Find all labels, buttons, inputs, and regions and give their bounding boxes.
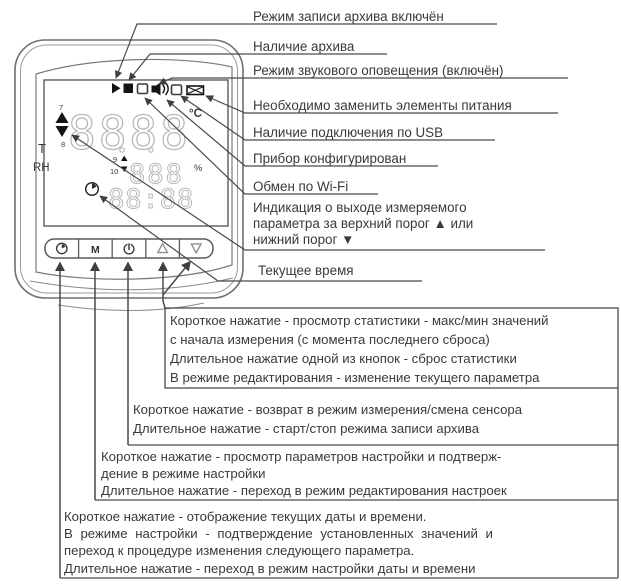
decimal-dot xyxy=(148,147,154,153)
battery-replace-icon xyxy=(186,85,205,96)
clock-icon xyxy=(55,242,68,255)
humidity-channel-label: RH xyxy=(33,162,50,174)
temperature-channel-label: T xyxy=(38,141,46,156)
lower-threshold-icon xyxy=(55,126,69,137)
help-line: Длительное нажатие - старт/стоп режима з… xyxy=(133,421,480,436)
mode-button[interactable]: M xyxy=(91,244,100,256)
down-button[interactable] xyxy=(190,243,203,255)
power-button[interactable] xyxy=(123,243,135,255)
help-line: Короткое нажатие - просмотр параметров н… xyxy=(101,449,502,464)
help-line: Короткое нажатие - просмотр статистики -… xyxy=(170,313,549,328)
humidity-row: 9 10 888 % xyxy=(110,155,203,191)
help-line: В режиме настройки - подтверждение устан… xyxy=(64,526,493,542)
help-line: Короткое нажатие - возврат в режим измер… xyxy=(133,402,523,417)
archive-icon xyxy=(123,83,133,93)
help-line: Длительное нажатие одной из кнопок - сбр… xyxy=(170,351,517,366)
triangle-up-icon xyxy=(156,242,169,254)
clock-indicator-wedge xyxy=(92,183,97,189)
clock-icon-wedge xyxy=(61,244,66,249)
callout-label-wifi: Обмен по Wi-Fi xyxy=(253,179,349,194)
segment-7-label: 7 xyxy=(59,103,63,112)
callout-label-current-time: Текущее время xyxy=(258,263,354,278)
humidity-digits: 888 xyxy=(129,159,184,190)
help-box-clock: Короткое нажатие - отображение текущих д… xyxy=(64,508,493,577)
up-button[interactable] xyxy=(156,242,169,254)
help-line: Длительное нажатие - переход в режим нас… xyxy=(64,560,476,576)
power-box-frame xyxy=(128,388,619,446)
button-callout-lines xyxy=(55,260,619,579)
help-box-power: Короткое нажатие - возврат в режим измер… xyxy=(133,400,522,438)
record-mode-icon xyxy=(112,83,121,94)
callout-line-current-time xyxy=(99,195,422,282)
celsius-label: °C xyxy=(189,108,202,120)
callout-line-record-mode xyxy=(114,23,497,79)
help-line: В режиме редактирования - изменение теку… xyxy=(170,370,540,385)
indicator-square-2-icon xyxy=(170,84,183,96)
clock-button[interactable] xyxy=(55,242,68,255)
help-line: дение в режиме настройки xyxy=(101,465,266,481)
link-to-stats-box xyxy=(162,300,166,309)
indicator-square-1-icon xyxy=(136,83,149,95)
help-box-updown: Короткое нажатие - просмотр статистики -… xyxy=(170,311,549,387)
callout-label-usb: Наличие подключения по USB xyxy=(253,125,444,140)
callout-line-sound xyxy=(158,77,568,85)
help-line: Короткое нажатие - отображение текущих д… xyxy=(64,509,427,524)
callout-label-archive: Наличие архива xyxy=(253,39,355,54)
sound-alert-icon xyxy=(151,82,169,96)
temperature-digits: 8888 xyxy=(68,106,191,160)
clock-box-frame xyxy=(60,500,619,579)
lcd-display: 8888 °C 7 8 T RH 9 10 888 % 88:88 xyxy=(33,79,229,227)
help-line: с начала измерения (с момента последнего… xyxy=(170,332,490,347)
mode-box-frame xyxy=(95,445,619,501)
callout-label-record-mode: Режим записи архива включён xyxy=(253,9,444,24)
upper-threshold-icon xyxy=(55,112,69,123)
threshold-indicators: 7 8 xyxy=(55,103,69,149)
callout-line-configured xyxy=(166,99,438,167)
arrow-to-down-button xyxy=(162,260,191,296)
threshold-line-3: нижний порог ▼ xyxy=(253,232,355,247)
help-line: Длительное нажатие - переход в режим ред… xyxy=(101,482,507,498)
button-bar: M xyxy=(44,238,214,259)
callout-label-configured: Прибор конфигурирован xyxy=(253,151,407,166)
callout-line-threshold xyxy=(71,134,545,251)
callout-label-battery: Необходимо заменить элементы питания xyxy=(253,98,512,113)
callout-line-archive xyxy=(128,53,387,81)
time-row: 88:88 xyxy=(84,181,194,216)
threshold-line-1: Индикация о выходе измеряемого xyxy=(253,200,467,215)
callout-label-threshold: Индикация о выходе измеряемого параметра… xyxy=(253,200,473,248)
callout-line-battery xyxy=(205,95,558,114)
status-icon-row xyxy=(112,82,205,96)
segment-8-label: 8 xyxy=(61,140,65,149)
stats-box-frame xyxy=(164,307,619,389)
callout-label-sound: Режим звукового оповещения (включён) xyxy=(253,63,504,78)
triangle-down-icon xyxy=(190,243,203,255)
callout-line-usb xyxy=(180,95,495,141)
indicator-callout-lines xyxy=(71,23,568,282)
clock-indicator-icon xyxy=(84,181,100,197)
time-digits: 88:88 xyxy=(108,184,194,215)
threshold-line-2: параметра за верхний порог ▲ или xyxy=(253,216,474,231)
mode-button-label: M xyxy=(91,244,100,256)
help-box-mode: Короткое нажатие - просмотр параметров н… xyxy=(101,449,507,499)
help-line: переход к процедуре изменения следующего… xyxy=(64,543,415,559)
mini-up-icon xyxy=(121,155,128,161)
decimal-dot xyxy=(119,147,125,153)
segment-9-label: 9 xyxy=(113,155,117,164)
callout-line-wifi xyxy=(144,97,378,195)
percent-label: % xyxy=(194,163,203,174)
segment-10-label: 10 xyxy=(110,167,118,176)
